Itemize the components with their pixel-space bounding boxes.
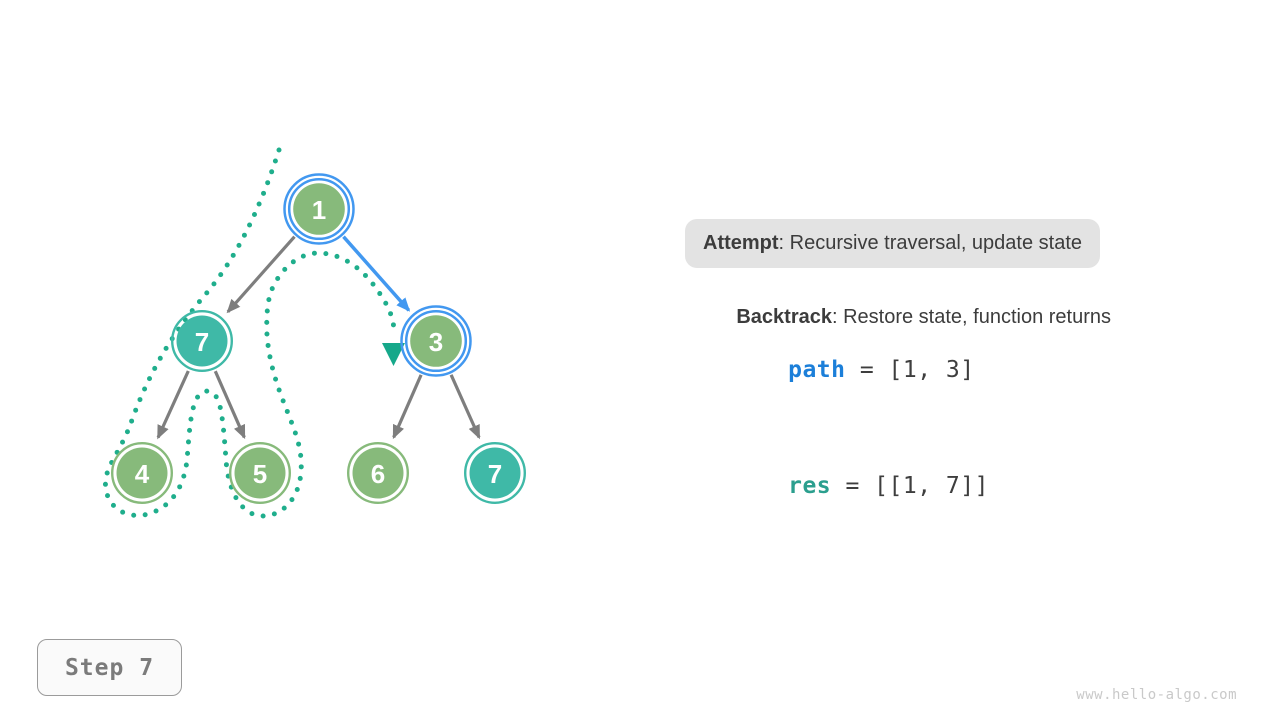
edge-7-4 [156,370,190,440]
tree-node-1: 1 [283,173,355,245]
tree-node-label: 5 [253,459,267,489]
tree-node-5: 5 [228,442,291,505]
watermark-url: www.hello-algo.com [1076,687,1237,703]
tree-node-label: 4 [135,459,150,489]
tree-node-label: 6 [371,459,385,489]
tree-node-label: 3 [429,327,443,357]
traversal-route-arrowhead [382,343,405,366]
backtrack-text: : Restore state, function returns [831,306,1111,328]
step-badge: Step 7 [37,639,182,696]
edge-7-5 [213,370,246,440]
tree-node-7: 7 [464,442,527,505]
edge-3-6 [392,374,423,440]
tree-node-4: 4 [110,442,173,505]
res-variable-name: res [788,473,832,499]
tree-node-7: 7 [170,310,233,373]
backtrack-label: Backtrack [736,306,832,328]
tree-node-label: 7 [488,459,502,489]
edge-1-3 [342,235,411,312]
attempt-text: : Recursive traversal, update state [778,232,1083,254]
path-variable-value: = [1, 3] [845,357,975,383]
tree-node-6: 6 [347,442,410,505]
tree-node-3: 3 [400,305,472,377]
attempt-label: Attempt [703,232,779,254]
res-variable-value: = [[1, 7]] [831,473,989,499]
res-variable-line: res = [[1, 7]] [702,447,989,525]
backtrack-line: Backtrack: Restore state, function retur… [703,283,1111,352]
tree-node-label: 7 [195,327,209,357]
attempt-callout: Attempt: Recursive traversal, update sta… [685,219,1101,268]
edge-1-7 [226,235,296,314]
edge-3-7 [449,374,481,440]
traversal-route-dotted [102,147,397,519]
tree-node-label: 1 [312,195,326,225]
path-variable-line: path = [1, 3] [702,331,975,409]
path-variable-name: path [788,357,846,383]
